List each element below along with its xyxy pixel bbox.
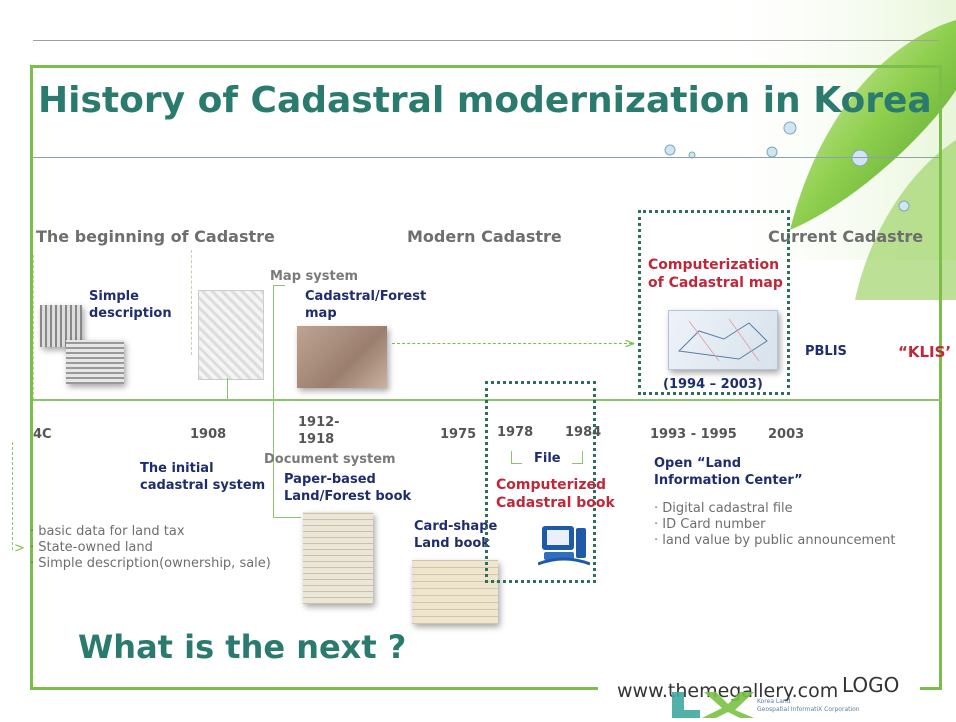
year-1975: 1975 [440,427,477,442]
old-document-image [66,340,124,384]
note-item: · Digital cadastral file [654,501,793,516]
leaf-decoration [664,0,956,300]
label-computerization: Computerization of Cadastral map [648,257,783,291]
year-4c: 4C [33,427,52,442]
1908-marker [191,250,192,355]
arrow-head-icon: > [624,336,636,352]
lx-logo-icon [672,692,754,718]
note-item: · land value by public announcement [654,533,896,548]
map-system-tick [273,285,285,286]
lx-org-line: Geospatial InformatiX Corporation [757,706,860,713]
year-2003: 2003 [768,427,805,442]
label-map-system: Map system [270,269,359,284]
top-rule [33,40,939,41]
era-modern: Modern Cadastre [407,227,562,246]
year-1993-1995: 1993 - 1995 [650,427,737,442]
notes-right: · Digital cadastral file · ID Card numbe… [654,501,895,549]
map-system-tick [273,517,301,518]
computer-icon [538,526,590,566]
era-beginning: The beginning of Cadastre [36,227,275,246]
arrow-right-icon: > [14,541,25,556]
computerized-book-box [485,381,596,583]
year-1984: 1984 [565,425,602,440]
title-rule [33,157,939,158]
era-current: Current Cadastre [768,227,924,246]
map-system-line [273,285,274,517]
note-item: · Simple description(ownership, sale) [30,556,271,571]
label-paper-book: Paper-based Land/Forest book [284,472,412,504]
digital-map-image [668,310,778,370]
label-computerization-years: (1994 – 2003) [663,377,763,392]
label-simple-description: Simple description [89,289,172,321]
start-marker [33,255,34,400]
left-bracket [12,442,13,550]
label-document-system: Document system [264,452,396,467]
label-initial-system: The initial cadastral system [140,461,266,493]
lx-org-name: Korea Land Geospatial InformatiX Corpora… [757,698,860,714]
note-item: · ID Card number [654,517,766,532]
frame-bottom-left [30,687,598,690]
label-computerized-book: Computerized Cadastral book [496,477,615,511]
label-file: File [534,451,561,466]
label-open-center: Open “Land Information Center” [654,456,803,488]
digital-map-icon [677,318,768,362]
dashed-arrow [392,343,632,344]
cadastral-map-photo [297,326,387,388]
old-map-image [198,290,264,380]
frame-bottom-right [920,687,942,690]
slide-title: History of Cadastral modernization in Ko… [38,80,932,121]
note-item: · State-owned land [30,540,153,555]
file-bracket-right [572,451,583,464]
year-1978: 1978 [497,425,534,440]
footer-logo-text: LOGO [842,673,900,697]
notes-left: · basic data for land tax · State-owned … [30,524,271,572]
file-bracket-left [511,451,522,464]
card-book-photo [412,560,498,624]
year-1908: 1908 [190,427,227,442]
computerization-box [638,210,790,395]
1908-tick [227,378,228,399]
label-klis: “KLIS’ [898,343,952,361]
year-1912-1918: 1912- 1918 [298,415,340,447]
label-pblis: PBLIS [805,344,847,359]
paper-book-photo [303,512,373,604]
note-item: · basic data for land tax [30,524,185,539]
lx-org-line: Korea Land [757,698,791,705]
label-card-book: Card-shape Land book [414,519,498,551]
4c-connector [43,400,165,401]
next-question: What is the next ? [78,628,407,666]
label-cadastral-forest-map: Cadastral/Forest map [305,289,427,321]
slide-frame [30,65,942,690]
